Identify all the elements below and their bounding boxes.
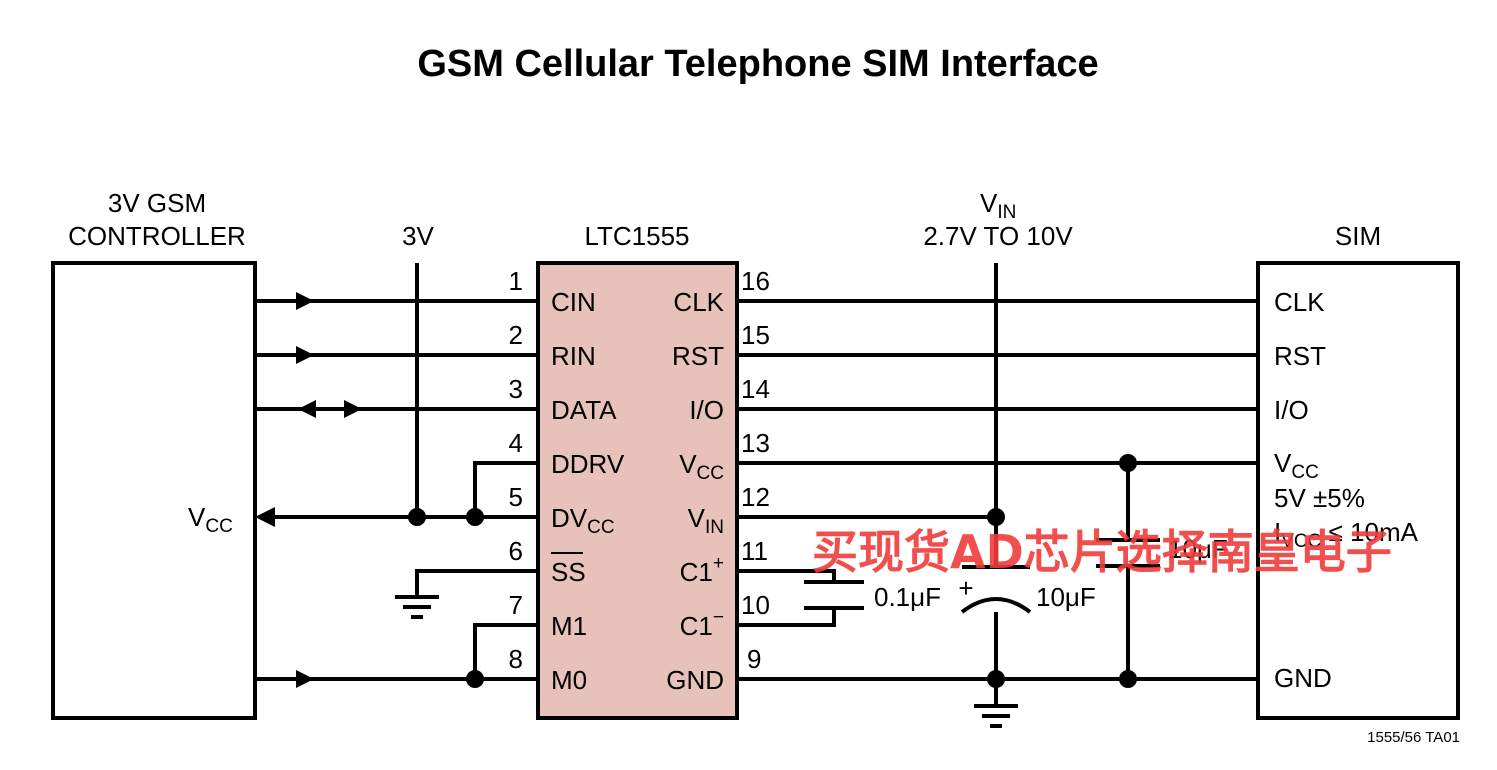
capacitor-vcc: 10μF: [1096, 534, 1228, 568]
ltc1555-chip: LTC1555 1 CIN 2 RIN 3 DATA 4 DDRV 5 DVCC…: [509, 221, 770, 720]
watermark-text: 买现货AD芯片选择南皇电子: [812, 525, 1392, 579]
wire-c1-minus: [737, 608, 836, 627]
pin-label-m0: M0: [551, 665, 587, 695]
wire-ss: [415, 569, 538, 597]
chip-body: [536, 261, 739, 720]
arrow-right-icon: [344, 400, 362, 418]
cap-vcc-value: 10μF: [1168, 534, 1228, 564]
junction-dot: [466, 670, 484, 688]
pin-number: 8: [509, 644, 523, 674]
junction-dot: [987, 508, 1005, 526]
pin-label-data: DATA: [551, 395, 617, 425]
junction-dot: [1119, 454, 1137, 472]
capacitor-vin: + 10μF: [958, 565, 1096, 614]
junction-dot: [466, 508, 484, 526]
pin-number: 14: [741, 374, 770, 404]
pin-number: 10: [741, 590, 770, 620]
figure-id: 1555/56 TA01: [1367, 729, 1460, 746]
page-title: GSM Cellular Telephone SIM Interface: [417, 43, 1098, 85]
arrow-right-icon: [296, 670, 314, 688]
arrow-left-icon: [255, 507, 275, 527]
vin-label: VIN: [980, 188, 1016, 223]
ground-icon: [974, 704, 1018, 728]
pin-number: 7: [509, 590, 523, 620]
sim-label: SIM: [1335, 221, 1381, 251]
wire-ddrv: [473, 461, 538, 517]
controller-vcc-label: VCC: [188, 502, 233, 537]
wires: [255, 263, 1258, 706]
pin-label-vcc: VCC: [679, 449, 724, 484]
gsm-controller: 3V GSM CONTROLLER VCC: [51, 188, 257, 720]
wire-c1-plus: [737, 569, 836, 582]
sim-clk-label: CLK: [1274, 287, 1325, 317]
pin-label-vin: VIN: [688, 503, 724, 538]
arrow-right-icon: [296, 292, 314, 310]
controller-label-line2: CONTROLLER: [68, 221, 246, 251]
junction-dot: [408, 508, 426, 526]
pin-number: 2: [509, 320, 523, 350]
signal-arrows: [255, 292, 362, 688]
pin-label-cin: CIN: [551, 287, 596, 317]
pin-label-rin: RIN: [551, 341, 596, 371]
sim-box: [1256, 261, 1460, 720]
pin-label-c1-plus: C1+: [680, 553, 724, 587]
vin-range-label: 2.7V TO 10V: [923, 221, 1073, 251]
wire-m1: [473, 623, 538, 679]
chip-name: LTC1555: [584, 221, 689, 251]
pin-label-io: I/O: [689, 395, 724, 425]
cap-vin-value: 10μF: [1036, 582, 1096, 612]
sim-icc-spec: IVCC ≤ 10mA: [1274, 517, 1419, 552]
pin-number: 13: [741, 428, 770, 458]
supply-3v-label: 3V: [402, 221, 434, 251]
arrow-right-icon: [296, 346, 314, 364]
pin-number: 16: [741, 266, 770, 296]
pin-number: 12: [741, 482, 770, 512]
capacitor-flying: 0.1μF: [804, 580, 941, 612]
cap-flying-value: 0.1μF: [874, 582, 941, 612]
arrow-left-icon: [298, 400, 316, 418]
pin-label-c1-minus: C1−: [680, 607, 724, 641]
pin-number: 6: [509, 536, 523, 566]
pin-label-ss: SS: [551, 557, 586, 587]
junctions: [408, 454, 1137, 688]
pin-number: 4: [509, 428, 523, 458]
pin-number: 15: [741, 320, 770, 350]
pin-label-gnd: GND: [666, 665, 724, 695]
vin-supply: VIN 2.7V TO 10V: [923, 188, 1073, 251]
pin-number: 3: [509, 374, 523, 404]
controller-box: [51, 261, 257, 720]
pin-number: 11: [741, 536, 768, 566]
pin-label-ddrv: DDRV: [551, 449, 625, 479]
pin-label-dvcc: DVCC: [551, 503, 615, 538]
pin-number: 5: [509, 482, 523, 512]
cap-polarity-plus: +: [958, 573, 973, 603]
pin-label-rst: RST: [672, 341, 724, 371]
sim-vcc-label: VCC: [1274, 448, 1319, 483]
sim-vcc-spec: 5V ±5%: [1274, 483, 1365, 513]
pin-number: 1: [509, 266, 523, 296]
ground-icon: [395, 595, 439, 619]
sim-io-label: I/O: [1274, 395, 1309, 425]
junction-dot: [987, 670, 1005, 688]
controller-label-line1: 3V GSM: [108, 188, 206, 218]
pin-label-clk: CLK: [673, 287, 724, 317]
capacitor-curved-plate: [960, 597, 1032, 614]
sim-card: SIM CLK RST I/O VCC 5V ±5% IVCC ≤ 10mA G…: [1256, 221, 1460, 720]
junction-dot: [1119, 670, 1137, 688]
pin-label-m1: M1: [551, 611, 587, 641]
sim-gnd-label: GND: [1274, 663, 1332, 693]
sim-rst-label: RST: [1274, 341, 1326, 371]
pin-number: 9: [747, 644, 761, 674]
